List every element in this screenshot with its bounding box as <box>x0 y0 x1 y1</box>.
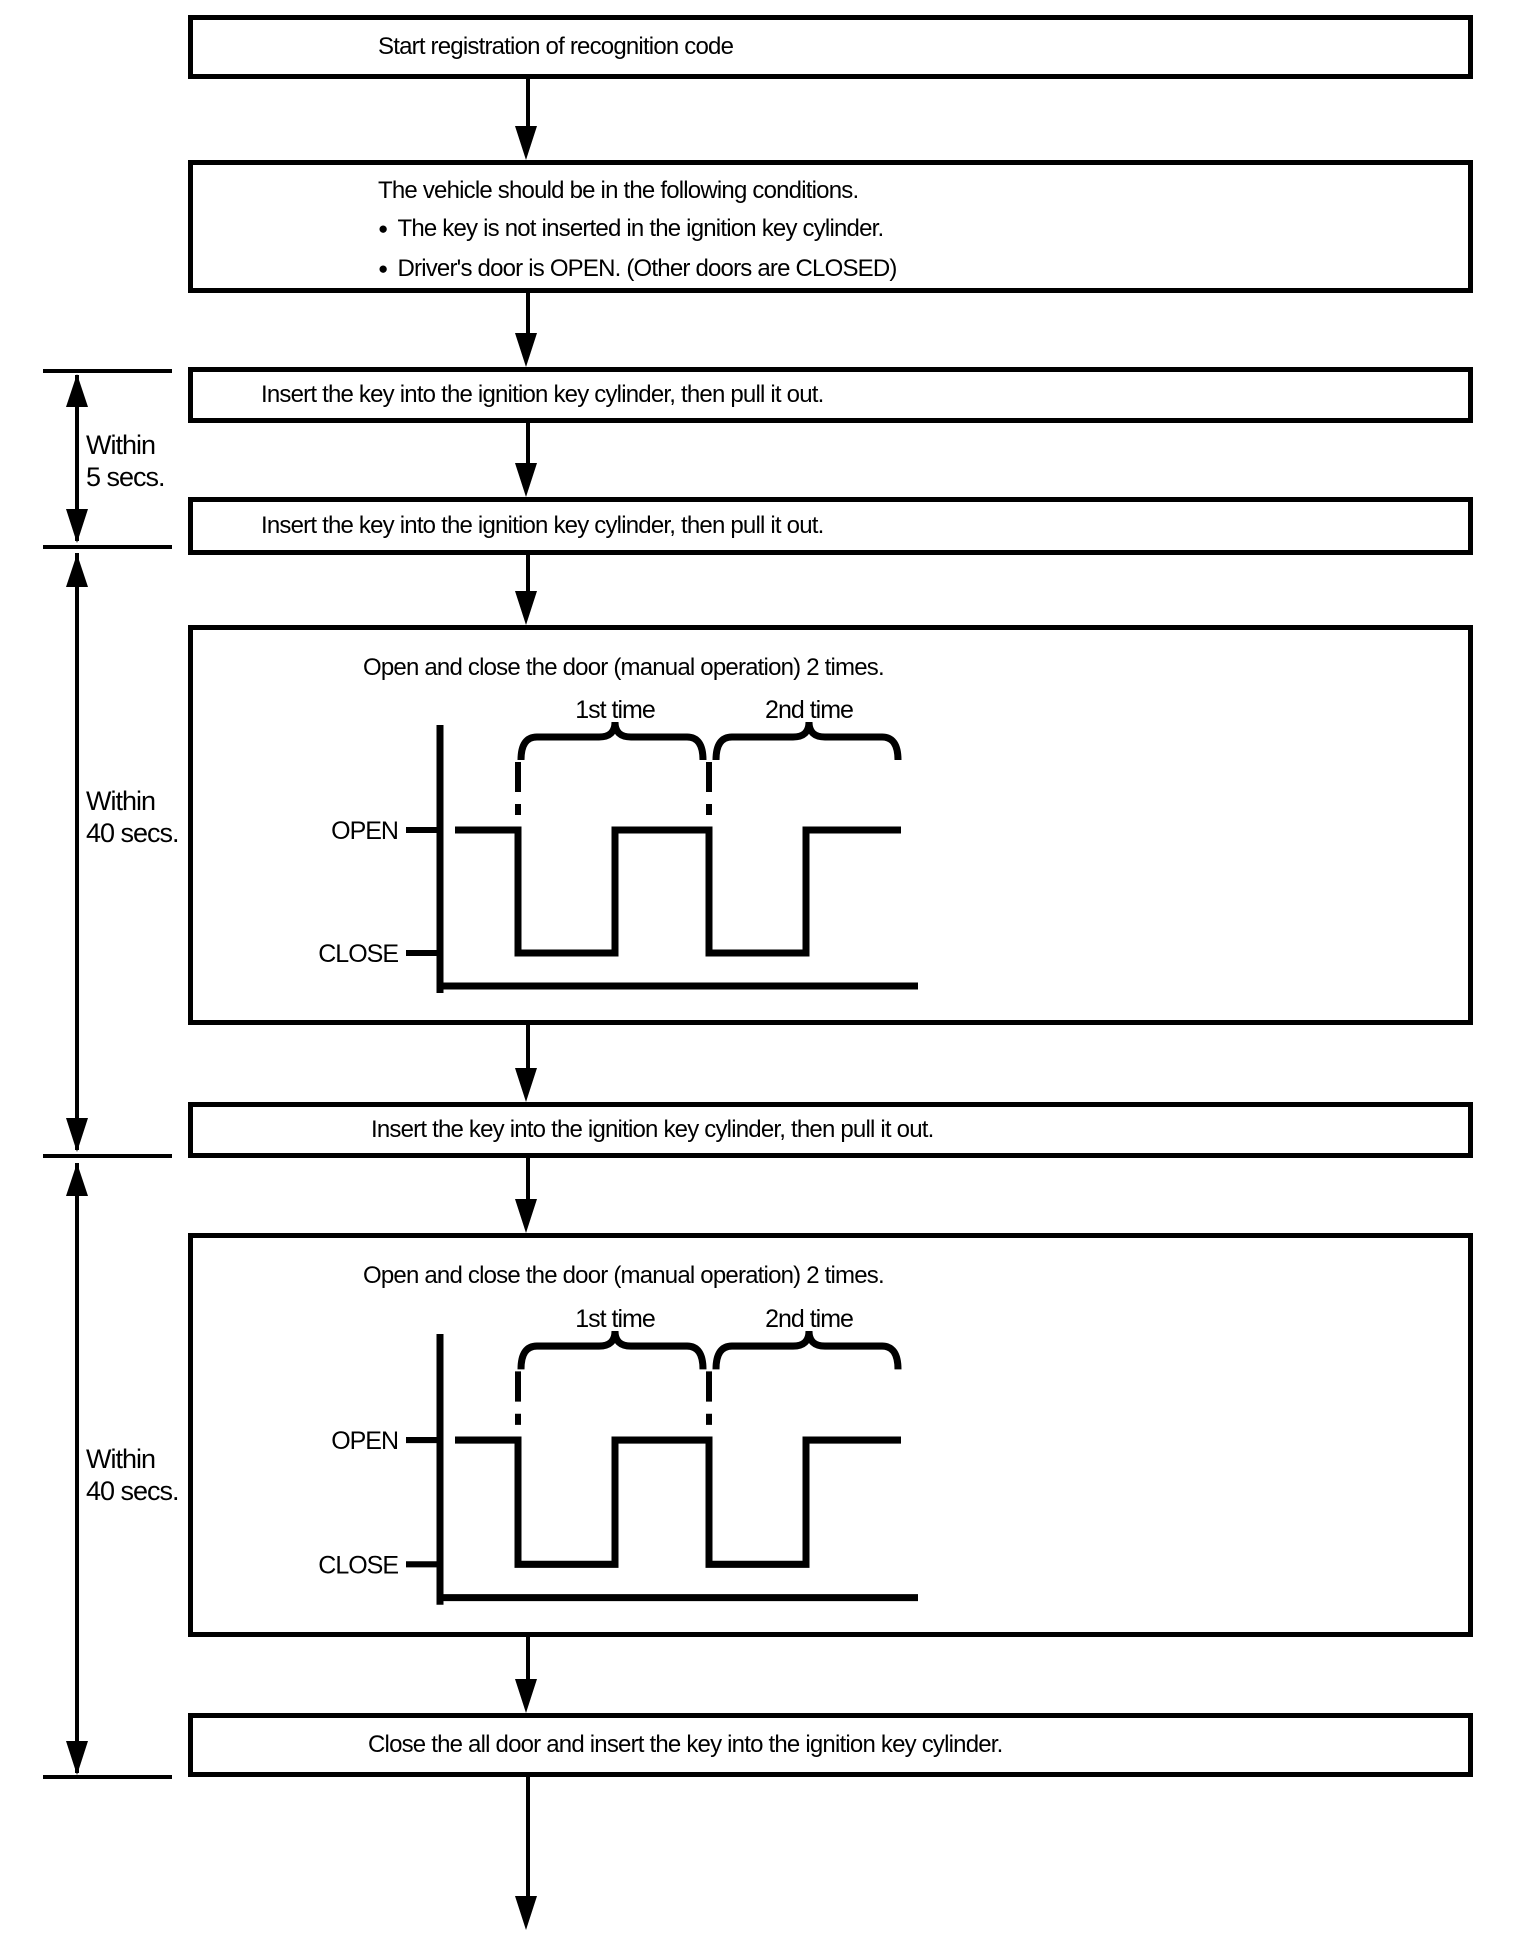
arrow-down-icon <box>515 1068 537 1102</box>
arrow-down-icon <box>66 509 88 543</box>
within-40secs-1-label-line2: 40 secs. <box>86 818 180 848</box>
arrow-down-icon <box>515 126 537 160</box>
insert-key-2-label: Insert the key into the ignition key cyl… <box>261 512 824 539</box>
within-5secs-label-line2: 5 secs. <box>86 462 166 492</box>
arrow-down-icon <box>515 1679 537 1713</box>
door-timing-diagram-1: Open and close the door (manual operatio… <box>188 625 1473 1025</box>
arrow-down-icon <box>515 1199 537 1233</box>
dimension-tick <box>43 369 172 373</box>
brace-2nd-time <box>712 1330 902 1370</box>
within-40secs-2-label-line1: Within <box>86 1444 156 1474</box>
arrow-up-icon <box>66 554 88 587</box>
flow-arrow-line <box>526 293 530 334</box>
flow-arrow-line <box>526 1637 530 1680</box>
flow-box-insert-key-2: Insert the key into the ignition key cyl… <box>188 497 1473 555</box>
flow-box-close-all-doors: Close the all door and insert the key in… <box>188 1713 1473 1777</box>
second-cycle-label: 2nd time <box>765 696 853 724</box>
timing-title: Open and close the door (manual operatio… <box>363 654 885 681</box>
flow-arrow-line <box>526 423 530 464</box>
dimension-line-40secs-1 <box>75 553 79 1150</box>
flow-arrow-line <box>526 79 530 128</box>
arrow-down-icon <box>515 463 537 497</box>
within-40secs-1-label-line1: Within <box>86 786 156 816</box>
flow-arrow-line <box>526 555 530 592</box>
dimension-line-5secs <box>75 375 79 541</box>
flow-box-conditions: The vehicle should be in the following c… <box>188 160 1473 293</box>
dimension-tick <box>43 1775 172 1779</box>
first-cycle-label: 1st time <box>575 1305 654 1333</box>
door-waveform-1: 1st time 2nd time OPEN CLOSE <box>318 696 918 993</box>
dimension-line-40secs-2 <box>75 1163 79 1773</box>
brace-2nd-time <box>712 721 902 761</box>
close-label: CLOSE <box>318 1551 398 1579</box>
bullet-icon: ● <box>378 219 388 238</box>
door-state-waveform <box>455 1436 901 1568</box>
first-cycle-label: 1st time <box>575 696 655 724</box>
condition-bullet-1-text: The key is not inserted in the ignition … <box>397 215 884 242</box>
door-state-waveform <box>455 826 901 957</box>
flow-arrow-line <box>526 1158 530 1200</box>
arrow-down-icon <box>66 1741 88 1775</box>
condition-bullet-1: ● The key is not inserted in the ignition… <box>378 215 884 243</box>
arrow-up-icon <box>66 1163 88 1196</box>
flow-arrow-line <box>526 1777 530 1897</box>
arrow-down-icon <box>66 1118 88 1152</box>
arrow-up-icon <box>66 374 88 407</box>
timing-title: Open and close the door (manual operatio… <box>363 1262 885 1289</box>
door-waveform-2: 1st time 2nd time OPEN CLOSE <box>318 1305 918 1605</box>
condition-bullet-2: ● Driver's door is OPEN. (Other doors are… <box>378 255 897 283</box>
dimension-tick <box>43 545 172 549</box>
bullet-icon: ● <box>378 259 388 278</box>
flow-arrow-line <box>526 1025 530 1069</box>
conditions-title: The vehicle should be in the following c… <box>378 177 859 204</box>
flow-box-insert-key-3: Insert the key into the ignition key cyl… <box>188 1102 1473 1158</box>
arrow-down-icon <box>515 1896 537 1930</box>
arrow-down-icon <box>515 591 537 625</box>
within-40secs-2-label-line2: 40 secs. <box>86 1476 180 1506</box>
open-label: OPEN <box>331 817 398 845</box>
brace-1st-time <box>517 721 707 761</box>
brace-1st-time <box>517 1330 707 1370</box>
start-box-label: Start registration of recognition code <box>378 33 734 60</box>
flow-box-start: Start registration of recognition code <box>188 15 1473 79</box>
dimension-tick <box>43 1154 172 1158</box>
within-5secs-label-line1: Within <box>86 430 156 460</box>
flow-box-insert-key-1: Insert the key into the ignition key cyl… <box>188 367 1473 423</box>
close-label: CLOSE <box>318 940 398 968</box>
condition-bullet-2-text: Driver's door is OPEN. (Other doors are … <box>397 255 897 282</box>
arrow-down-icon <box>515 333 537 367</box>
open-label: OPEN <box>331 1427 398 1455</box>
insert-key-3-label: Insert the key into the ignition key cyl… <box>371 1116 934 1143</box>
door-timing-diagram-2: Open and close the door (manual operatio… <box>188 1233 1473 1637</box>
insert-key-1-label: Insert the key into the ignition key cyl… <box>261 381 824 408</box>
close-all-doors-label: Close the all door and insert the key in… <box>368 1731 1003 1758</box>
second-cycle-label: 2nd time <box>765 1305 853 1333</box>
